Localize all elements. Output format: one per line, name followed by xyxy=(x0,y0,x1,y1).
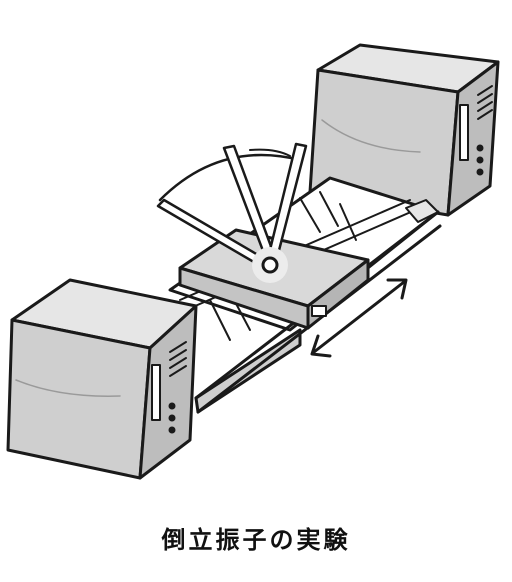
right-motor-box xyxy=(308,43,500,217)
caption: 倒立振子の実験 xyxy=(161,526,351,554)
right-box-slot xyxy=(459,104,469,161)
rail-stop-block xyxy=(405,199,439,223)
right-box-side xyxy=(446,60,500,217)
rail-front xyxy=(194,328,302,414)
pendulum xyxy=(156,142,308,283)
pivot-joint-icon xyxy=(261,256,279,274)
left-box-side xyxy=(138,304,198,480)
cart-tab xyxy=(311,305,327,317)
left-box-front xyxy=(6,318,152,480)
left-box-slot xyxy=(151,364,161,421)
swing-arc xyxy=(158,153,302,202)
inverted-pendulum-illustration xyxy=(6,43,500,480)
double-arrow-icon xyxy=(310,278,408,358)
left-motor-box xyxy=(6,278,198,480)
